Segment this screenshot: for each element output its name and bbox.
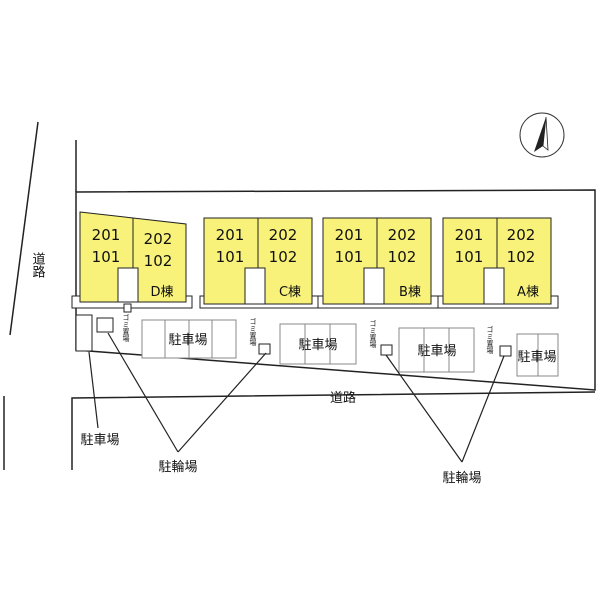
building-b-label: B棟: [399, 285, 421, 300]
parking-lot-c: [279, 323, 357, 365]
garbage-label-c: ゴミ置場: [249, 317, 257, 347]
unit-a-101: 101: [455, 248, 484, 266]
parking-label-west: 駐車場: [80, 433, 119, 448]
unit-d-201: 201: [92, 226, 121, 244]
parking-lot-a: [516, 333, 559, 377]
unit-b-102: 102: [388, 248, 417, 266]
building-c: [199, 217, 321, 309]
unit-c-202: 202: [269, 226, 298, 244]
parking-lot-b: [398, 327, 475, 373]
unit-b-201: 201: [335, 226, 364, 244]
unit-d-102: 102: [144, 252, 173, 270]
parking-lot-west: [75, 314, 114, 352]
unit-a-202: 202: [507, 226, 536, 244]
leader-lines: [88, 332, 505, 463]
unit-b-101: 101: [335, 248, 364, 266]
road-edge-south: [71, 391, 596, 470]
bicycle-parking-label-2: 駐輪場: [442, 470, 481, 486]
road-edge-west: [9, 121, 39, 336]
parking-label-c: 駐車場: [298, 338, 337, 353]
unit-b-202: 202: [388, 226, 417, 244]
garbage-label-d: ゴミ置場: [122, 313, 130, 343]
unit-c-101: 101: [216, 248, 245, 266]
unit-c-201: 201: [216, 226, 245, 244]
unit-a-102: 102: [507, 248, 536, 266]
unit-c-102: 102: [269, 248, 298, 266]
building-d: [71, 211, 193, 309]
parking-lot-d: [141, 319, 237, 359]
unit-d-202: 202: [144, 230, 173, 248]
parking-label-b: 駐車場: [417, 344, 456, 359]
road-label-west: 道路: [30, 252, 46, 278]
bicycle-parking-label-1: 駐輪場: [158, 459, 197, 475]
unit-d-101: 101: [92, 248, 121, 266]
garbage-label-b: ゴミ置場: [369, 319, 377, 349]
garbage-label-a: ゴミ置場: [486, 325, 494, 355]
building-a-label: A棟: [517, 285, 539, 300]
building-c-label: C棟: [279, 285, 301, 300]
parking-label-d: 駐車場: [168, 333, 207, 348]
building-d-label: D棟: [150, 285, 173, 300]
north-arrow-icon: [519, 112, 565, 158]
building-b: [317, 217, 439, 309]
building-a: [437, 217, 559, 309]
unit-a-201: 201: [455, 226, 484, 244]
road-label-south: 道路: [330, 390, 356, 406]
parking-label-a: 駐車場: [517, 350, 556, 365]
